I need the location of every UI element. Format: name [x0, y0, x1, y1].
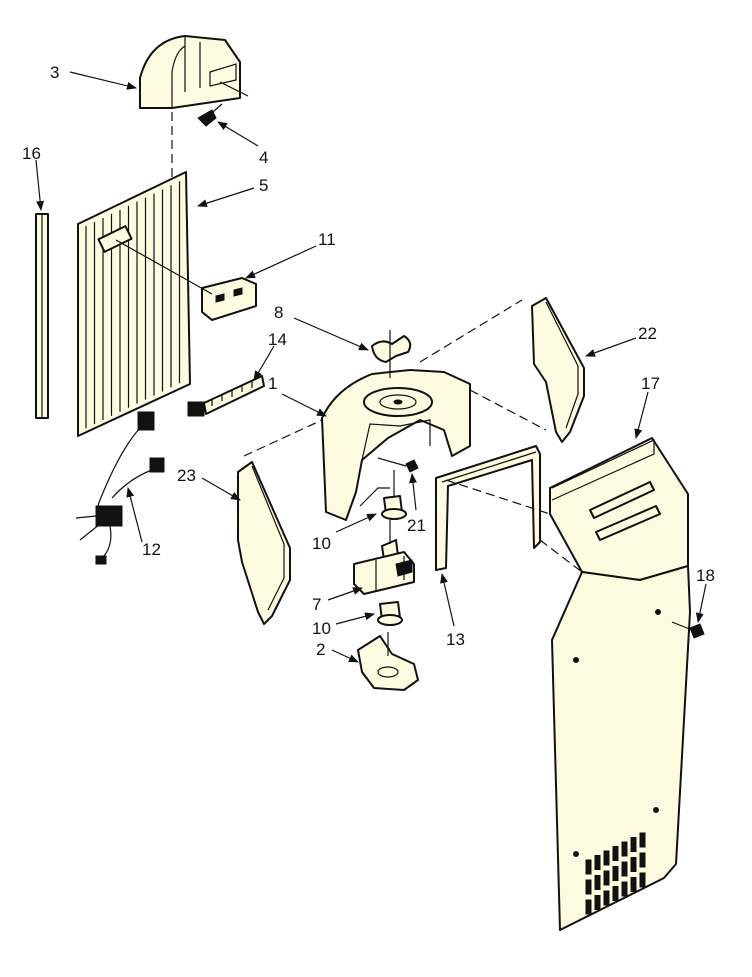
vent-slot — [603, 870, 610, 886]
vent-slot — [639, 872, 646, 888]
vent-slot — [630, 837, 637, 852]
part-10-grommet-lower — [377, 601, 403, 626]
callout-11: 11 — [318, 230, 336, 249]
part-2-motor-bracket — [357, 632, 419, 691]
part-22-right-gasket — [531, 297, 585, 443]
callout-8: 8 — [274, 303, 283, 322]
vent-slot — [612, 886, 619, 901]
part-10-grommet-upper — [381, 470, 407, 520]
callout-1: 1 — [268, 374, 277, 393]
part-13-u-gasket — [435, 445, 541, 571]
callout-2: 2 — [316, 640, 325, 659]
callout-5: 5 — [259, 176, 268, 195]
vent-slot — [639, 852, 646, 868]
part-4-screw — [197, 103, 223, 127]
callout-16: 16 — [22, 144, 41, 163]
callout-4: 4 — [259, 148, 268, 167]
part-1-fan-housing — [321, 369, 471, 521]
callout-3: 3 — [50, 63, 59, 82]
part-17-air-duct — [549, 437, 689, 581]
part-16-gasket-strip — [35, 213, 49, 419]
vent-slot — [585, 899, 592, 915]
callout-10-upper: 10 — [312, 534, 331, 553]
vent-slot — [603, 850, 610, 866]
assembly-lines — [243, 299, 583, 573]
part-23-left-gasket — [237, 461, 291, 625]
part-18-screw — [671, 621, 705, 639]
part-14-thermistor — [187, 375, 265, 417]
callout-7: 7 — [312, 595, 321, 614]
callout-22: 22 — [638, 324, 657, 343]
callout-18: 18 — [696, 566, 715, 585]
callout-14: 14 — [268, 330, 287, 349]
callout-21: 21 — [407, 516, 426, 535]
vent-slot — [594, 875, 601, 890]
part-21-screw — [377, 457, 419, 473]
vent-slot — [630, 877, 637, 892]
part-17-tower-cover — [551, 565, 691, 931]
part-11-bracket — [115, 239, 257, 321]
vent-slot — [612, 866, 619, 881]
callout-17: 17 — [641, 374, 660, 393]
callout-23: 23 — [177, 466, 196, 485]
vent-slot — [621, 881, 628, 897]
vent-slot — [621, 841, 628, 857]
callout-12: 12 — [142, 540, 161, 559]
vent-slot — [639, 832, 646, 848]
vent-slot — [603, 890, 610, 906]
callout-10-lower: 10 — [312, 619, 331, 638]
part-8-fan-blade — [371, 330, 412, 378]
vent-slot — [630, 857, 637, 872]
vent-slot — [585, 879, 592, 895]
callouts: 3 4 5 16 11 8 14 1 23 12 10 21 7 10 2 13 — [22, 63, 715, 663]
part-3-top-duct — [139, 35, 249, 109]
vent-slot — [621, 861, 628, 877]
part-5-evaporator-cover — [77, 171, 191, 437]
part-7-fan-motor — [353, 520, 415, 595]
callout-13: 13 — [446, 630, 465, 649]
vent-slot — [612, 846, 619, 861]
part-12-wiring-harness — [75, 411, 165, 565]
vent-slot — [594, 855, 601, 870]
vent-slot — [594, 895, 601, 910]
vent-slot — [585, 859, 592, 875]
